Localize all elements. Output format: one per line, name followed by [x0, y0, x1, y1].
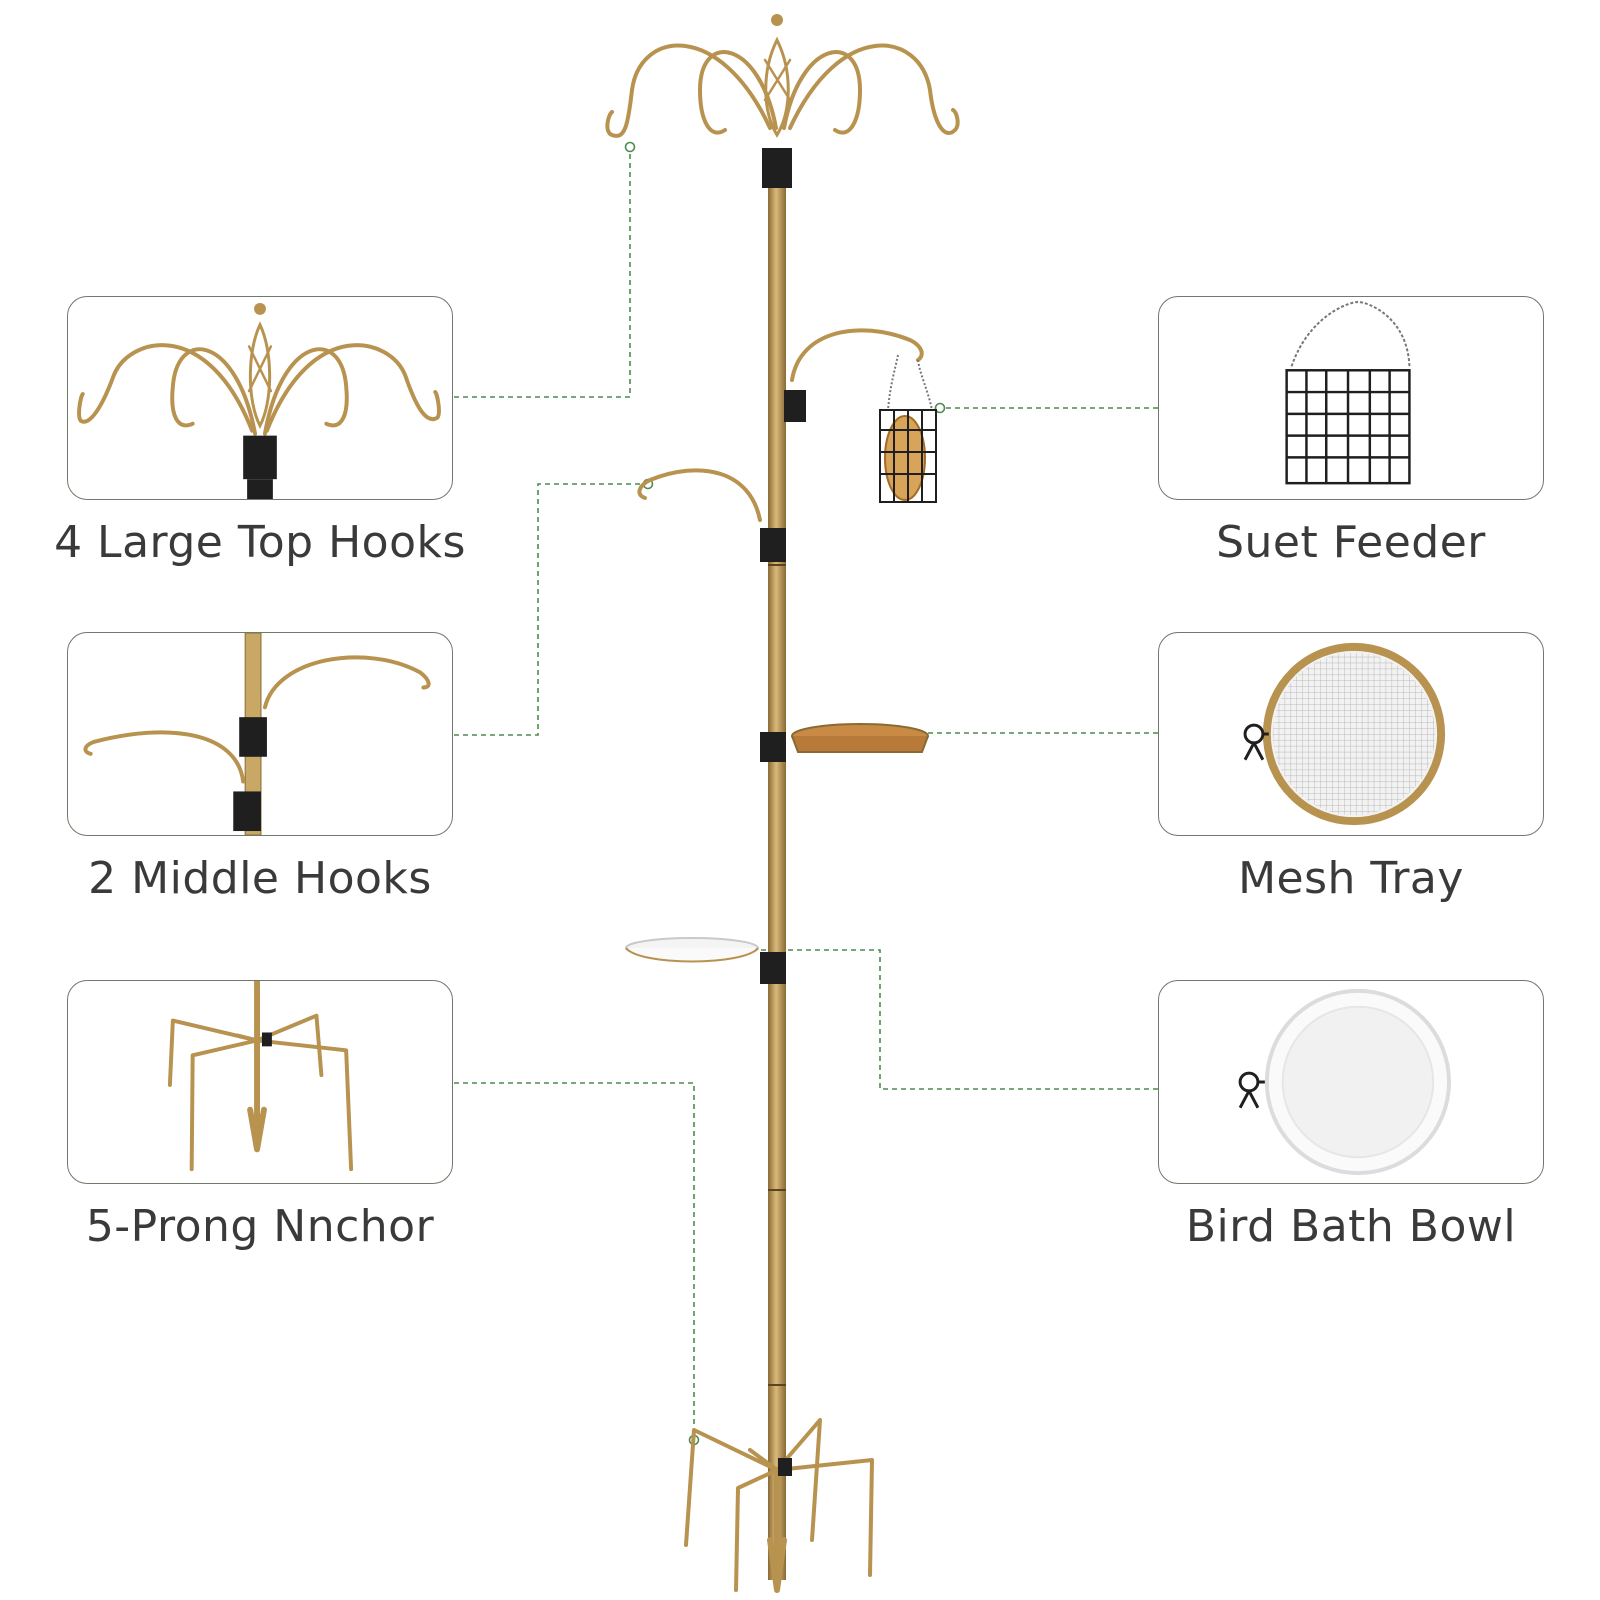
card-middle-hooks — [67, 632, 453, 836]
middle-hooks-detail-icon — [83, 633, 431, 835]
leader-anchor — [454, 1082, 695, 1440]
middle-hook-right — [790, 328, 924, 382]
leader-bird-bath — [740, 949, 1158, 1090]
anchor-detail-icon — [167, 981, 354, 1172]
card-suet-feeder — [1158, 296, 1544, 500]
middle-hook-left — [637, 468, 762, 522]
label-suet-feeder: Suet Feeder — [1216, 517, 1486, 568]
leader-middle-hooks — [454, 483, 648, 736]
suet-feeder-detail-icon — [1285, 300, 1411, 485]
label-top-hooks: 4 Large Top Hooks — [54, 517, 466, 568]
label-bird-bath: Bird Bath Bowl — [1185, 1201, 1517, 1252]
leader-top-hooks — [454, 147, 631, 398]
card-anchor — [67, 980, 453, 1184]
label-anchor: 5-Prong Nnchor — [85, 1201, 435, 1252]
card-mesh-tray — [1158, 632, 1544, 836]
suet-feeder-small — [879, 354, 937, 503]
top-connector — [762, 148, 792, 188]
mesh-tray-small — [791, 723, 929, 753]
mesh-tray-detail-icon — [1243, 642, 1446, 826]
top-hooks — [605, 36, 960, 138]
bird-bath-small — [625, 937, 759, 963]
label-middle-hooks: 2 Middle Hooks — [88, 853, 432, 904]
leader-lines — [454, 147, 1158, 1440]
pole — [768, 180, 786, 1580]
top-hooks-detail-icon — [77, 302, 441, 499]
bird-bath-detail-icon — [1238, 988, 1452, 1176]
card-bird-bath — [1158, 980, 1544, 1184]
label-mesh-tray: Mesh Tray — [1238, 853, 1464, 904]
top-finial-icon — [771, 14, 783, 26]
card-top-hooks — [67, 296, 453, 500]
base-anchor — [684, 1418, 874, 1593]
